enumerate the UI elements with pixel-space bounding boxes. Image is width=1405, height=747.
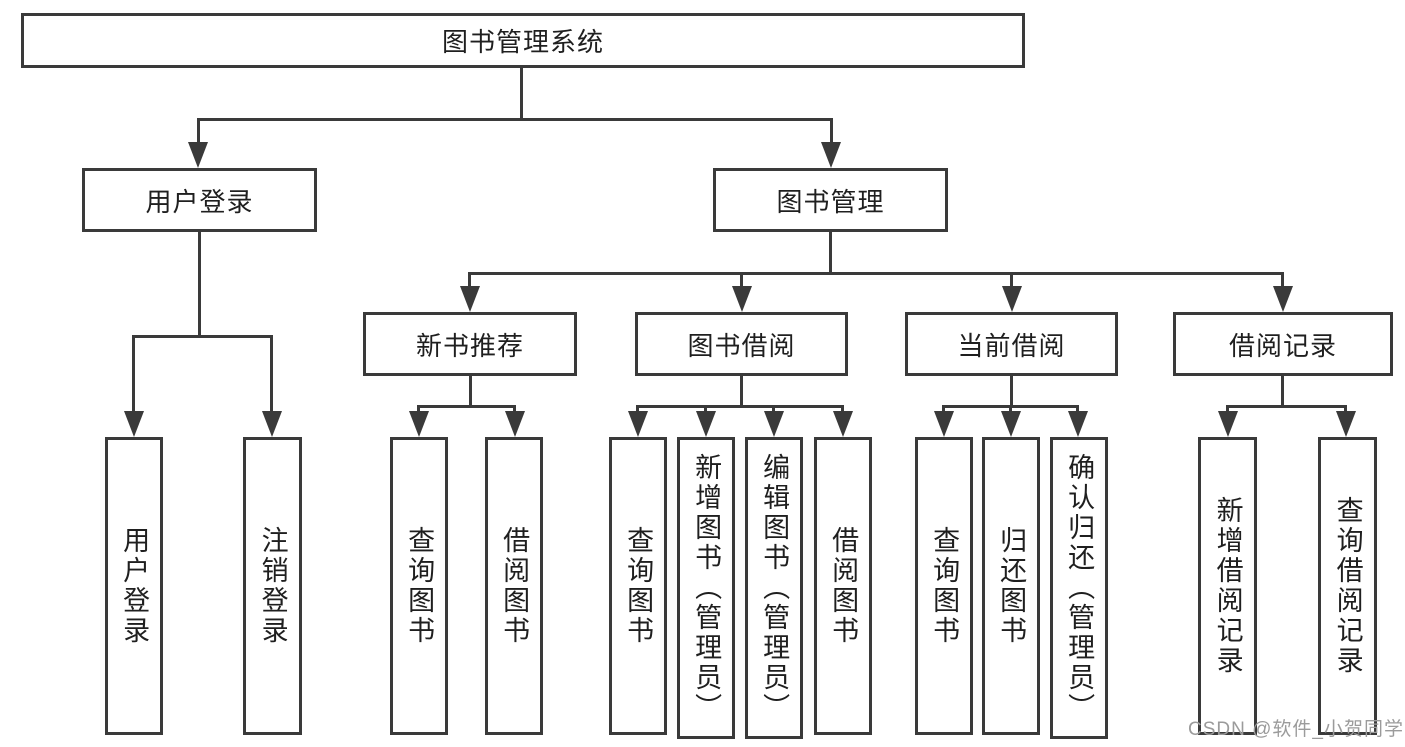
leaf-query-books-current: 查询图书 — [915, 437, 973, 735]
connector-line — [1281, 376, 1284, 408]
leaf-borrow-books-recommend-label: 借阅图书 — [499, 526, 530, 646]
leaf-return-book-label: 归还图书 — [996, 526, 1027, 646]
arrow-down-icon — [934, 411, 954, 437]
arrow-down-icon — [460, 286, 480, 312]
leaf-user-login-label: 用户登录 — [119, 526, 150, 646]
arrow-down-icon — [188, 142, 208, 168]
connector-line — [740, 376, 743, 408]
connector-line — [132, 335, 135, 417]
connector-line — [198, 232, 201, 338]
arrow-down-icon — [628, 411, 648, 437]
node-new-book-recommend: 新书推荐 — [363, 312, 577, 376]
leaf-query-books-recommend: 查询图书 — [390, 437, 448, 735]
leaf-query-borrow-record: 查询借阅记录 — [1318, 437, 1377, 735]
node-book-management: 图书管理 — [713, 168, 948, 232]
arrow-down-icon — [696, 411, 716, 437]
leaf-confirm-return-admin: 确认归还（管理员） — [1050, 437, 1108, 739]
connector-line — [829, 232, 832, 275]
connector-line — [417, 405, 516, 408]
connector-line — [270, 335, 273, 417]
leaf-edit-book-admin-label: 编辑图书（管理员） — [759, 453, 790, 723]
connector-line — [1281, 272, 1284, 294]
node-current-borrow: 当前借阅 — [905, 312, 1118, 376]
leaf-logout: 注销登录 — [243, 437, 302, 735]
leaf-add-book-admin: 新增图书（管理员） — [677, 437, 735, 739]
connector-line — [469, 376, 472, 408]
connector-line — [1010, 376, 1013, 408]
leaf-add-book-admin-label: 新增图书（管理员） — [691, 453, 722, 723]
leaf-confirm-return-admin-label: 确认归还（管理员） — [1064, 453, 1095, 723]
node-user-login: 用户登录 — [82, 168, 317, 232]
connector-line — [636, 405, 844, 408]
leaf-add-borrow-record: 新增借阅记录 — [1198, 437, 1257, 735]
arrow-down-icon — [833, 411, 853, 437]
leaf-query-books-borrow: 查询图书 — [609, 437, 667, 735]
leaf-edit-book-admin: 编辑图书（管理员） — [745, 437, 803, 739]
arrow-down-icon — [821, 142, 841, 168]
leaf-logout-label: 注销登录 — [257, 526, 288, 646]
connector-line — [1010, 272, 1013, 294]
node-current-borrow-label: 当前借阅 — [957, 330, 1066, 361]
node-user-login-label: 用户登录 — [145, 186, 254, 217]
node-borrow-records: 借阅记录 — [1173, 312, 1393, 376]
node-borrow-records-label: 借阅记录 — [1228, 330, 1337, 361]
leaf-query-books-borrow-label: 查询图书 — [623, 526, 654, 646]
node-book-borrow-label: 图书借阅 — [687, 330, 796, 361]
arrow-down-icon — [1273, 286, 1293, 312]
node-root: 图书管理系统 — [21, 13, 1025, 68]
connector-line — [520, 68, 523, 120]
arrow-down-icon — [124, 411, 144, 437]
arrow-down-icon — [1336, 411, 1356, 437]
connector-line — [468, 272, 1284, 275]
node-root-label: 图书管理系统 — [441, 27, 604, 57]
leaf-borrow-books-recommend: 借阅图书 — [485, 437, 543, 735]
leaf-borrow-books-2-label: 借阅图书 — [828, 526, 859, 646]
leaf-borrow-books-2: 借阅图书 — [814, 437, 872, 735]
connector-line — [197, 118, 200, 148]
leaf-user-login: 用户登录 — [105, 437, 163, 735]
arrow-down-icon — [732, 286, 752, 312]
leaf-query-borrow-record-label: 查询借阅记录 — [1332, 496, 1363, 676]
watermark: CSDN @软件_小贺同学 — [1188, 719, 1404, 740]
connector-line — [830, 118, 833, 148]
connector-line — [740, 272, 743, 294]
arrow-down-icon — [1002, 286, 1022, 312]
node-book-borrow: 图书借阅 — [635, 312, 848, 376]
arrow-down-icon — [764, 411, 784, 437]
node-book-management-label: 图书管理 — [776, 186, 885, 217]
arrow-down-icon — [1068, 411, 1088, 437]
arrow-down-icon — [409, 411, 429, 437]
connector-line — [132, 335, 273, 338]
arrow-down-icon — [1001, 411, 1021, 437]
arrow-down-icon — [1218, 411, 1238, 437]
arrow-down-icon — [505, 411, 525, 437]
leaf-return-book: 归还图书 — [982, 437, 1040, 735]
connector-line — [468, 272, 471, 294]
node-new-book-recommend-label: 新书推荐 — [415, 330, 524, 361]
leaf-add-borrow-record-label: 新增借阅记录 — [1212, 496, 1243, 676]
arrow-down-icon — [262, 411, 282, 437]
leaf-query-books-current-label: 查询图书 — [929, 526, 960, 646]
leaf-query-books-recommend-label: 查询图书 — [404, 526, 435, 646]
connector-line — [1226, 405, 1347, 408]
connector-line — [197, 118, 833, 121]
